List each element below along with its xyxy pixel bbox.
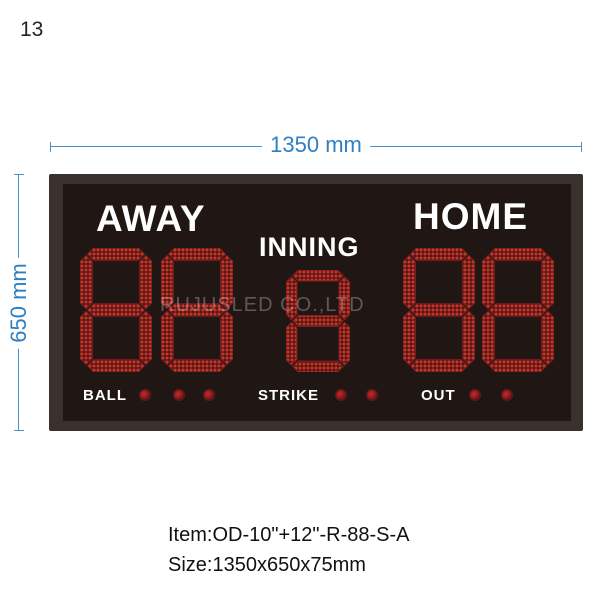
ball-indicator-2 xyxy=(174,390,184,400)
led-segment-e xyxy=(161,310,174,366)
led-segment-a xyxy=(292,270,344,282)
home-label: HOME xyxy=(413,196,528,237)
led-segment-e xyxy=(403,310,416,366)
led-segment-d xyxy=(167,359,227,372)
led-segment-b xyxy=(220,254,233,310)
ball-indicator-1 xyxy=(140,390,150,400)
led-segment-d xyxy=(488,359,548,372)
led-segment-a xyxy=(409,248,469,261)
product-item: Item:OD-10"+12"-R-88-S-A xyxy=(168,524,410,546)
led-segment-a xyxy=(488,248,548,261)
strike-indicator-1 xyxy=(336,390,346,400)
led-segment-f xyxy=(80,254,93,310)
led-segment-d xyxy=(409,359,469,372)
led-segment-e xyxy=(80,310,93,366)
led-segment-g xyxy=(488,303,548,317)
out-indicator-2 xyxy=(502,390,512,400)
away-label: AWAY xyxy=(96,198,206,239)
home-digit-2 xyxy=(482,248,554,372)
led-segment-g xyxy=(86,303,146,317)
led-segment-b xyxy=(462,254,475,310)
out-indicator-1 xyxy=(470,390,480,400)
height-dimension: 650 mm xyxy=(6,174,32,431)
led-segment-d xyxy=(86,359,146,372)
width-label: 1350 mm xyxy=(262,132,370,158)
led-segment-b xyxy=(139,254,152,310)
led-segment-g xyxy=(409,303,469,317)
led-segment-f xyxy=(403,254,416,310)
led-segment-g xyxy=(167,303,227,317)
led-segment-c xyxy=(541,310,554,366)
away-digit-2 xyxy=(161,248,233,372)
away-digit-1 xyxy=(80,248,152,372)
led-segment-a xyxy=(167,248,227,261)
led-segment-b xyxy=(541,254,554,310)
led-segment-e xyxy=(286,321,298,366)
inning-label: INNING xyxy=(259,232,360,262)
led-segment-f xyxy=(286,276,298,321)
led-segment-c xyxy=(220,310,233,366)
led-segment-d xyxy=(292,360,344,372)
ball-label: BALL xyxy=(83,387,127,404)
strike-label: STRIKE xyxy=(258,387,320,404)
led-segment-f xyxy=(161,254,174,310)
led-segment-g xyxy=(292,315,344,327)
led-segment-c xyxy=(139,310,152,366)
led-segment-e xyxy=(482,310,495,366)
led-segment-b xyxy=(338,276,350,321)
inning-digit xyxy=(286,270,350,372)
ball-indicator-3 xyxy=(204,390,214,400)
led-segment-c xyxy=(462,310,475,366)
height-label: 650 mm xyxy=(6,256,32,349)
page-number: 13 xyxy=(20,18,44,41)
watermark: RUJUSLED CO.,LTD xyxy=(160,294,365,316)
out-label: OUT xyxy=(421,387,456,404)
width-dimension: 1350 mm xyxy=(50,132,582,158)
home-digit-1 xyxy=(403,248,475,372)
led-segment-f xyxy=(482,254,495,310)
product-size: Size:1350x650x75mm xyxy=(168,554,366,576)
led-segment-a xyxy=(86,248,146,261)
led-segment-c xyxy=(338,321,350,366)
strike-indicator-2 xyxy=(367,390,377,400)
